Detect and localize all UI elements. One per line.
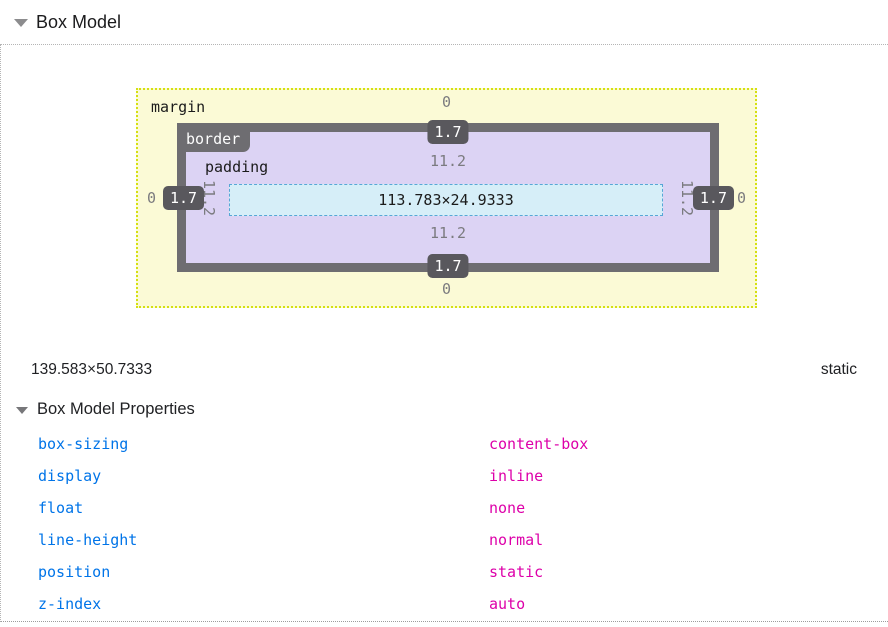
property-value: static	[489, 563, 544, 581]
margin-region[interactable]: margin 0 0 0 0 border 1.7 1.7 1.7 1.7 pa…	[136, 88, 757, 308]
property-row[interactable]: box-sizing content-box	[1, 430, 888, 462]
property-value: content-box	[489, 435, 589, 453]
margin-right-value[interactable]: 0	[736, 189, 746, 207]
property-row[interactable]: z-index auto	[1, 590, 888, 622]
property-value: none	[489, 499, 526, 517]
property-row[interactable]: position static	[1, 558, 888, 590]
box-model-panel: margin 0 0 0 0 border 1.7 1.7 1.7 1.7 pa…	[0, 44, 888, 622]
margin-left-value[interactable]: 0	[147, 189, 157, 207]
property-row[interactable]: display inline	[1, 462, 888, 494]
content-region[interactable]: 113.783×24.9333	[229, 184, 663, 216]
border-region[interactable]: border 1.7 1.7 1.7 1.7 padding 11.2 11.2…	[163, 120, 734, 278]
padding-right-value[interactable]: 11.2	[678, 179, 696, 216]
property-value: auto	[489, 595, 526, 613]
property-name: z-index	[38, 595, 102, 613]
content-size-value[interactable]: 113.783×24.9333	[378, 191, 514, 209]
collapse-arrow-icon[interactable]	[14, 19, 28, 27]
border-right-value[interactable]: 1.7	[692, 185, 734, 210]
padding-bottom-value[interactable]: 11.2	[429, 224, 467, 242]
property-value: normal	[489, 531, 544, 549]
property-name: position	[38, 563, 111, 581]
padding-left-value[interactable]: 11.2	[200, 179, 218, 216]
border-left-value[interactable]: 1.7	[163, 185, 205, 210]
padding-top-value[interactable]: 11.2	[429, 152, 467, 170]
margin-bottom-value[interactable]: 0	[441, 280, 452, 298]
property-name: line-height	[38, 531, 138, 549]
border-label: border	[177, 128, 251, 152]
box-model-header[interactable]: Box Model	[0, 0, 888, 44]
properties-list: box-sizing content-box display inline float n…	[1, 430, 888, 622]
property-name: display	[38, 467, 102, 485]
collapse-arrow-icon[interactable]	[16, 407, 28, 414]
padding-label: padding	[205, 158, 269, 176]
margin-top-value[interactable]: 0	[441, 93, 452, 111]
property-name: float	[38, 499, 84, 517]
element-dimensions: 139.583×50.7333	[31, 361, 153, 378]
element-summary-row: 139.583×50.7333 static	[31, 359, 857, 381]
border-bottom-value[interactable]: 1.7	[427, 254, 469, 278]
property-row[interactable]: float none	[1, 494, 888, 526]
border-top-value[interactable]: 1.7	[427, 120, 469, 144]
properties-section-title: Box Model Properties	[37, 399, 195, 418]
property-name: box-sizing	[38, 435, 129, 453]
panel-title: Box Model	[36, 11, 122, 32]
box-model-properties-header[interactable]: Box Model Properties	[1, 397, 195, 421]
property-row[interactable]: line-height normal	[1, 526, 888, 558]
property-value: inline	[489, 467, 544, 485]
margin-label: margin	[151, 98, 206, 116]
element-position: static	[820, 361, 857, 378]
